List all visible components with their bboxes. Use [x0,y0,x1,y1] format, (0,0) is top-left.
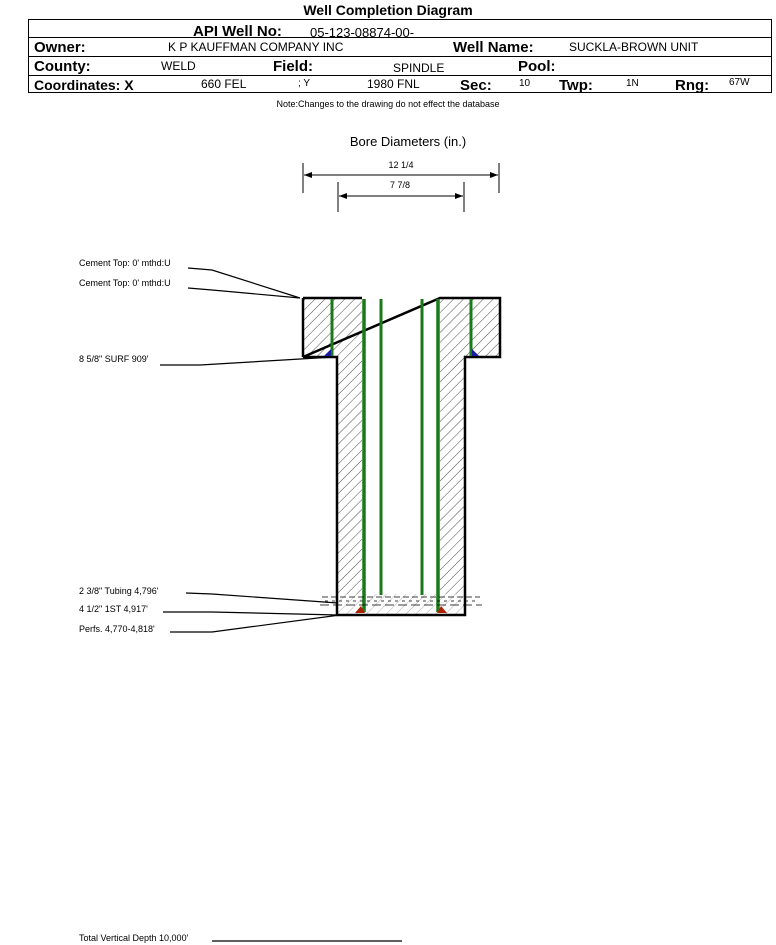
surface-casing-label: 8 5/8" SURF 909' [79,354,149,364]
bottom-cement [338,594,464,614]
coordinate-y-value: 1980 FNL [367,77,420,91]
bore-diameters-title: Bore Diameters (in.) [350,134,466,149]
coordinate-x-value: 660 FEL [201,77,247,91]
inner-bore-dimension: 7 7/8 [337,180,465,212]
surface-shoe-left [324,349,331,356]
perforation-zone [320,596,482,606]
section-label: Sec: [460,77,492,94]
coordinates-label: Coordinates: X [34,77,134,93]
drawing-note: Note:Changes to the drawing do not effec… [276,99,500,109]
section-value: 10 [519,78,531,89]
api-label: API Well No: [193,23,282,40]
perf-marker-right [437,606,447,613]
well-name-label: Well Name: [453,39,534,56]
range-label: Rng: [675,77,710,94]
township-label: Twp: [559,77,593,94]
surface-shoe-right [472,349,479,356]
production-cement-right [440,356,464,594]
owner-label: Owner: [34,39,86,56]
production-cement-left [338,356,362,594]
coordinate-y-label: ; Y [298,78,311,89]
perforations-label: Perfs. 4,770-4,818' [79,624,155,634]
total-depth-label: Total Vertical Depth 10,000' [79,933,189,943]
leader-lines [160,267,402,942]
cement-top-label-1: Cement Top: 0' mthd:U [79,258,171,268]
api-value: 05-123-08874-00- [310,25,415,40]
owner-value: K P KAUFFMAN COMPANY INC [168,40,344,54]
county-value: WELD [161,59,196,73]
cement-top-label-2: Cement Top: 0' mthd:U [79,278,171,288]
pool-label: Pool: [518,58,556,75]
perf-marker-left [355,606,365,613]
tubing-label: 2 3/8" Tubing 4,796' [79,586,159,596]
header-divider [29,56,771,57]
page-title: Well Completion Diagram [303,2,473,18]
inner-bore-label: 7 7/8 [390,180,410,190]
range-value: 67W [729,77,750,88]
well-header-table: API Well No: 05-123-08874-00- Owner: K P… [28,19,772,93]
header-divider [29,75,771,76]
county-label: County: [34,58,91,75]
header-divider [29,37,771,38]
outer-bore-label: 12 1/4 [388,160,413,170]
production-casing-label: 4 1/2" 1ST 4,917' [79,604,148,614]
field-label: Field: [273,58,313,75]
well-name-value: SUCKLA-BROWN UNIT [569,40,699,54]
bore-outline [302,296,502,617]
field-value: SPINDLE [393,61,445,75]
township-value: 1N [626,78,639,89]
outer-bore-dimension: 12 1/4 [302,160,500,193]
